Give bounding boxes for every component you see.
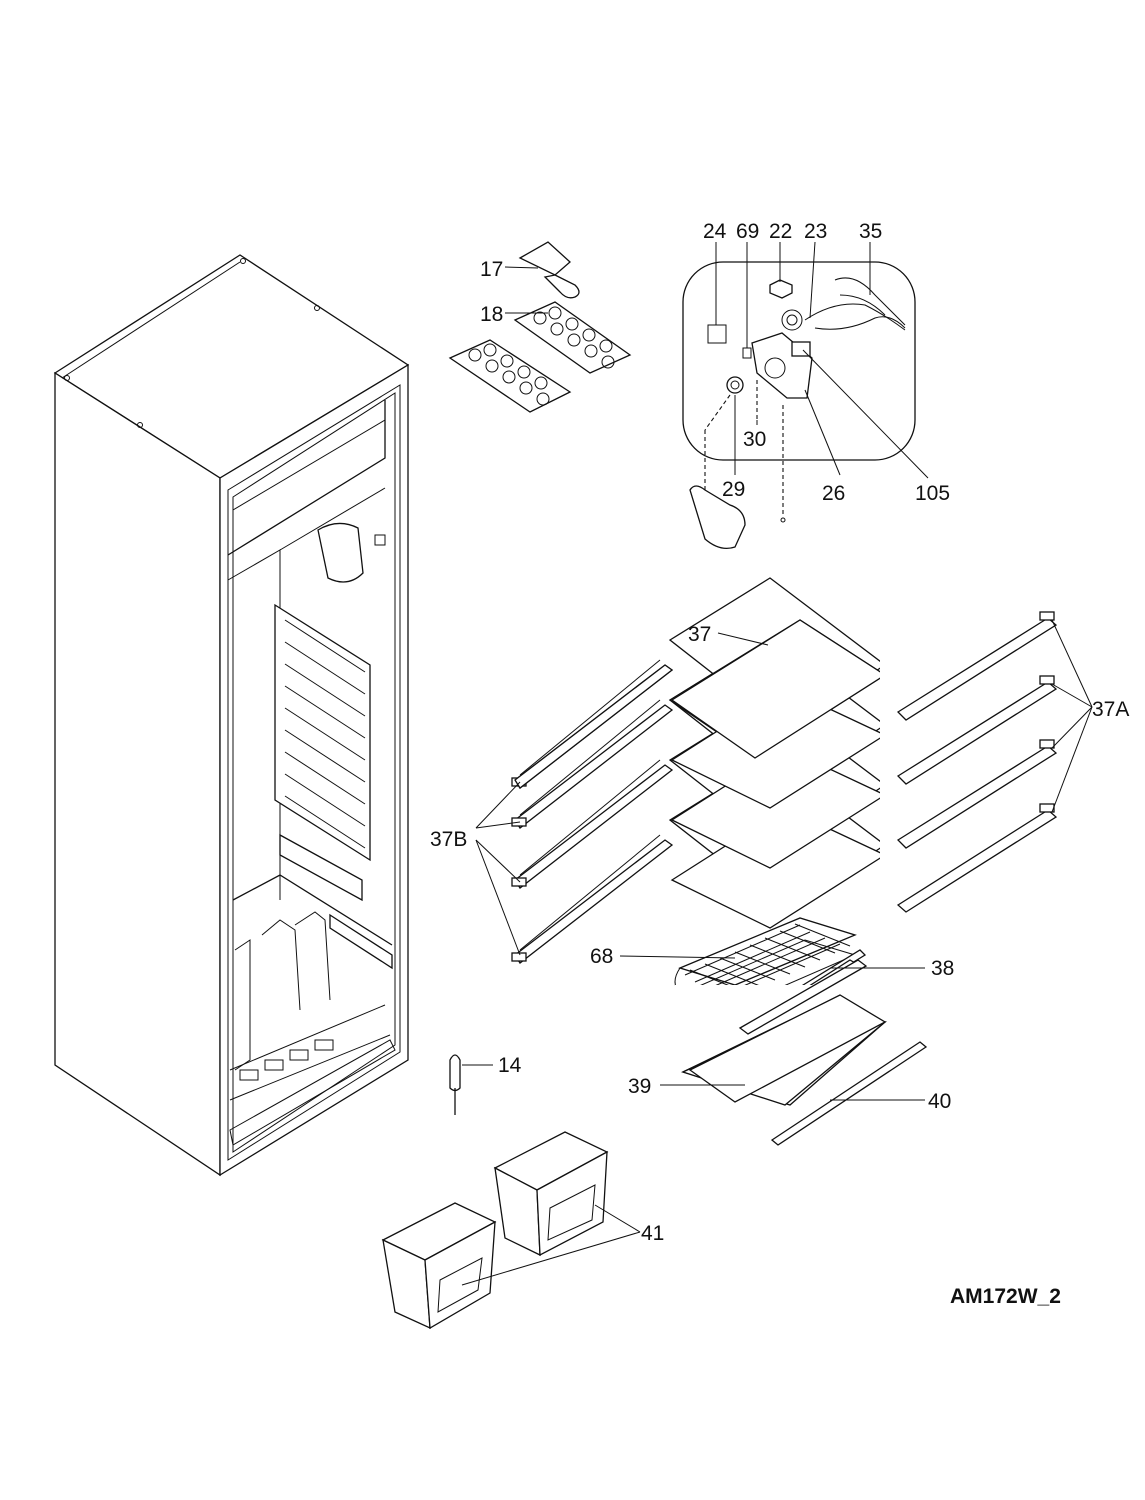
shelf-trims-right-clean [880, 600, 1070, 930]
callout-17: 17 [480, 258, 503, 281]
callout-24: 24 [703, 220, 727, 243]
shelf-stack [670, 619, 887, 929]
callout-23: 23 [804, 220, 827, 243]
cabinet [53, 254, 410, 1177]
callout-29: 29 [722, 478, 745, 501]
leader-lines [461, 241, 1093, 1286]
defrost-tool [449, 1054, 461, 1115]
callout-22: 22 [769, 220, 792, 243]
rack-rails [274, 603, 393, 970]
callout-41: 41 [641, 1222, 664, 1245]
callout-68: 68 [590, 945, 613, 968]
callout-37: 37 [688, 623, 711, 646]
label-part-24 [707, 324, 727, 344]
callout-69: 69 [736, 220, 759, 243]
clip-part-69 [742, 347, 752, 359]
wiring-harness-35 [834, 277, 906, 326]
diagram-code: AM172W_2 [950, 1285, 1061, 1308]
knob-part-29 [726, 376, 744, 394]
lamp-bulb-22 [769, 279, 793, 299]
control-module-detail [682, 261, 916, 550]
callout-37A: 37A [1092, 698, 1129, 721]
callout-26: 26 [822, 482, 845, 505]
callout-39: 39 [628, 1075, 651, 1098]
crisper-area [229, 874, 396, 1146]
callout-35: 35 [859, 220, 882, 243]
door-bins [381, 1131, 609, 1330]
callout-18: 18 [480, 303, 503, 326]
callout-14: 14 [498, 1054, 522, 1077]
callout-37B: 37B [430, 828, 467, 851]
shelf-strip-40 [770, 1041, 928, 1146]
thermostat-cover [689, 485, 746, 550]
ice-scraper [518, 241, 580, 299]
wire-shelf [674, 917, 857, 1011]
thermostat-coil-23 [781, 309, 803, 331]
callout-38: 38 [931, 957, 954, 980]
callout-105: 105 [915, 482, 950, 505]
shelf-trims-left [511, 659, 674, 964]
ice-trays [448, 301, 632, 413]
callout-40: 40 [928, 1090, 951, 1113]
callout-labels: 17 18 24 69 22 23 35 30 29 26 105 37 37A… [430, 220, 1129, 1308]
callout-30: 30 [743, 428, 766, 451]
